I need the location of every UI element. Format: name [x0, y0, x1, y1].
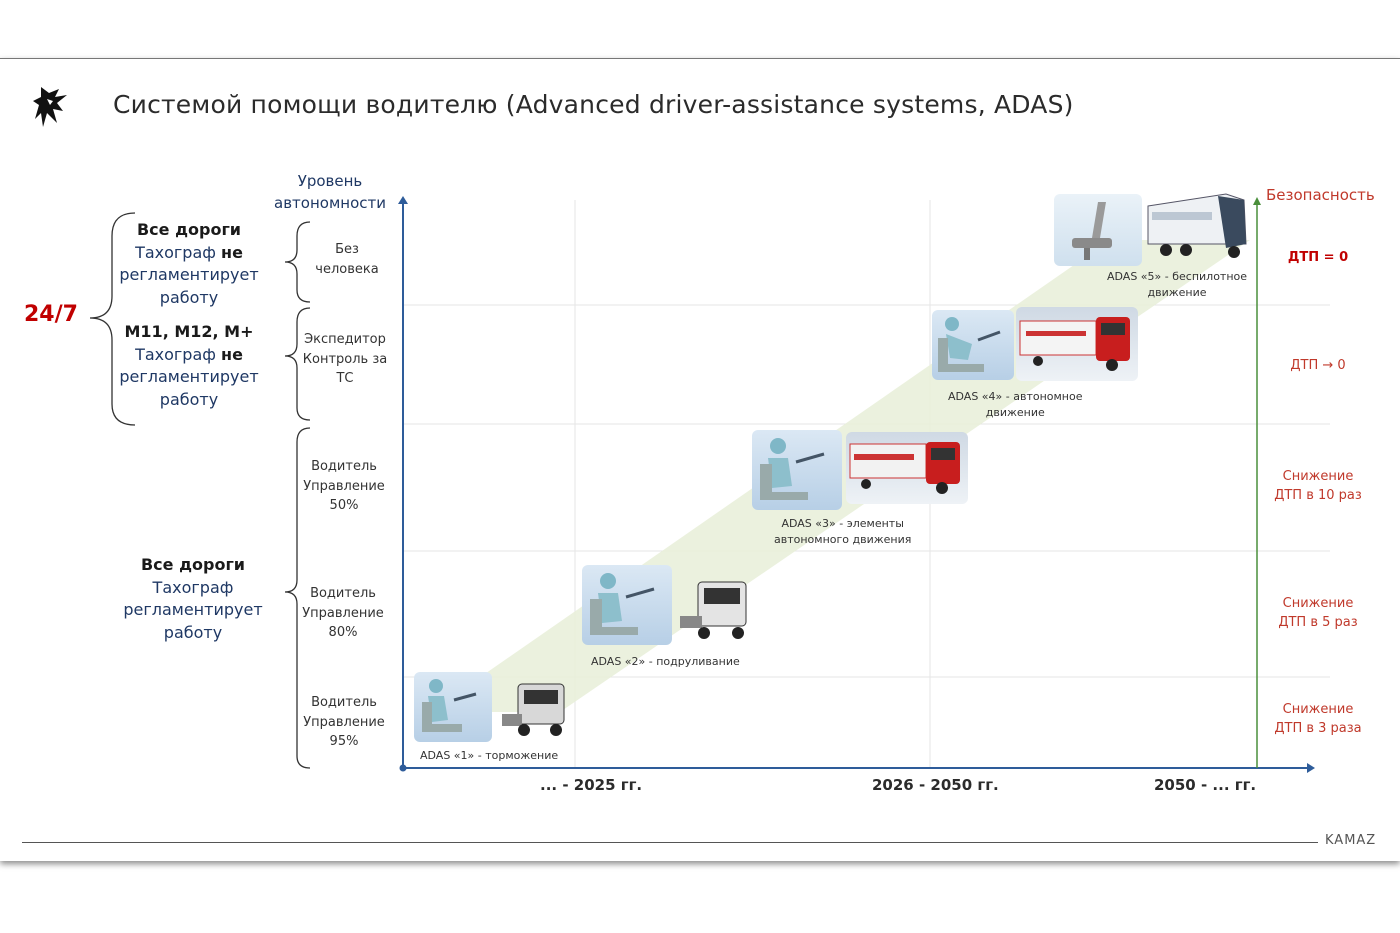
- empty-seat-icon: [1072, 202, 1112, 260]
- autonomous-truck: [1146, 188, 1250, 270]
- badge-24-7: 24/7: [24, 302, 78, 327]
- driver-icon: [760, 438, 825, 500]
- truck-photo: [846, 432, 968, 504]
- kamaz-logo-icon: [33, 87, 67, 127]
- x-tick: 2026 - 2050 гг.: [872, 776, 999, 794]
- group-highways: М11, М12, М+ Тахограф не регламентирует …: [119, 322, 259, 409]
- red-truck-icon: [849, 442, 960, 494]
- group-braces: [89, 212, 136, 426]
- adas-caption: ADAS «1» - торможение: [420, 749, 559, 762]
- x-tick: ... - 2025 гг.: [540, 776, 643, 794]
- x-tick: 2050 - ... гг.: [1154, 776, 1257, 794]
- page-title: Системой помощи водителю (Advanced drive…: [113, 90, 1074, 119]
- truck-illustration: [680, 578, 750, 648]
- safety-label: ДТП → 0: [1290, 358, 1346, 373]
- truck-illustration: [502, 680, 568, 744]
- driver-icon: [590, 573, 655, 635]
- driver-seat-illustration: [414, 672, 492, 742]
- footer-brand: KAMAZ: [1325, 833, 1377, 848]
- driver-seat-illustration: [752, 430, 842, 510]
- safety-label: ДТП = 0: [1287, 250, 1349, 265]
- group-all-roads-tachograph: Все дороги Тахограф регламентирует работ…: [123, 555, 263, 642]
- driver-icon: [938, 317, 1001, 372]
- red-truck-icon: [1019, 317, 1130, 371]
- empty-seat-illustration: [1054, 194, 1142, 266]
- group-all-roads-no-tachograph: Все дороги Тахограф не регламентирует ра…: [119, 220, 259, 307]
- truck-icon: [502, 683, 565, 736]
- y-axis-title: Уровень автономности: [274, 172, 386, 212]
- level-braces: [284, 221, 311, 769]
- footer-divider: [22, 842, 1318, 843]
- truck-photo: [1016, 307, 1138, 381]
- truck-icon: [680, 581, 747, 639]
- safety-axis-title: Безопасность: [1266, 186, 1375, 204]
- driver-seat-illustration: [582, 565, 672, 645]
- autonomous-truck-icon: [1147, 193, 1247, 258]
- slide: [0, 58, 1400, 861]
- adas-caption: ADAS «2» - подруливание: [591, 655, 740, 668]
- driver-seat-illustration: [932, 310, 1014, 380]
- driver-icon: [422, 679, 477, 732]
